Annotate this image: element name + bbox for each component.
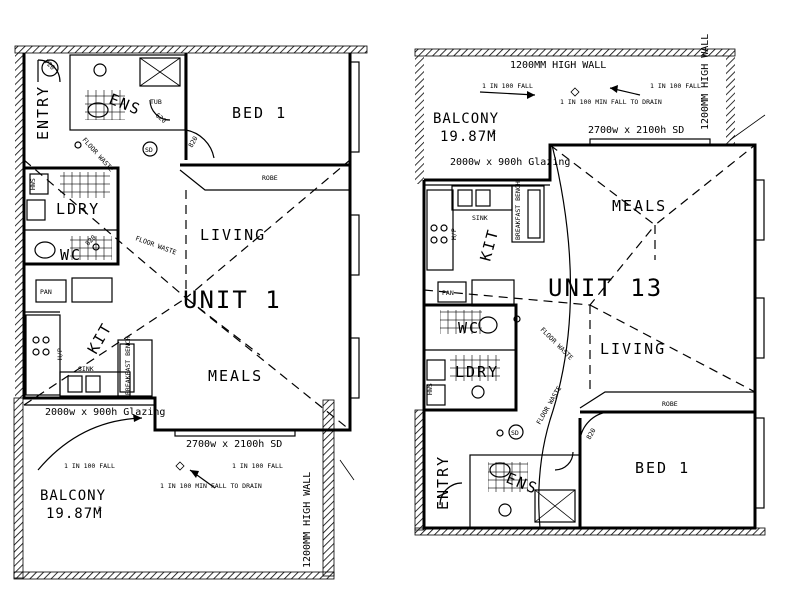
unit13-hws-label: HWS	[426, 383, 434, 395]
unit1-pantry	[35, 279, 67, 303]
unit1-wc-label: WC	[60, 246, 82, 264]
unit1-wc-pan	[34, 241, 56, 259]
unit1-glazing-label: 2000w x 900h Glazing	[45, 407, 165, 418]
unit1-balcony-wall-left	[14, 398, 23, 578]
unit13-fall-1: 1 IN 100 FALL	[482, 82, 533, 90]
unit1-fall-arrow-1	[37, 417, 143, 471]
unit1-sink-bench	[59, 371, 131, 397]
unit13-living-label: LIVING	[600, 340, 666, 358]
unit1-ensuite	[69, 54, 186, 131]
unit1-sink-label: SINK	[78, 365, 94, 373]
unit1-bed-label: BED 1	[232, 104, 287, 122]
unit1-balcony-sup: 2	[98, 505, 102, 513]
unit13-kit-bench	[426, 189, 454, 271]
unit13-fall-arrow-1	[479, 91, 536, 96]
unit1-wall-left	[15, 46, 24, 398]
unit13-min-fall: 1 IN 100 MIN FALL TO DRAIN	[560, 98, 662, 106]
unit1-living-label: LIVING	[200, 226, 266, 244]
unit13-ensuite	[469, 454, 581, 529]
unit13-wc-label: WC	[458, 319, 480, 337]
unit13-wall-left	[415, 410, 424, 530]
unit13-lory-label: LDRY	[455, 363, 499, 381]
unit1-robe-label: ROBE	[262, 174, 278, 182]
unit13-shower	[534, 489, 576, 523]
unit13-wall-top-label: 1200MM HIGH WALL	[510, 60, 606, 71]
unit13-door-820: 820	[585, 427, 598, 441]
unit13-balcony-name: BALCONY	[433, 111, 499, 127]
unit13-glazing-label: 2000w x 900h Glazing	[450, 157, 570, 168]
unit1-kit-bench	[25, 314, 61, 396]
unit13-bed-label: BED 1	[635, 459, 690, 477]
unit13-sd-label: SD	[511, 429, 519, 437]
unit13-breakfast-bench	[511, 185, 545, 243]
unit1-laundry-wc	[22, 166, 120, 266]
unit1-door-820-a: 820	[187, 135, 200, 149]
unit1-balcony-name: BALCONY	[40, 488, 106, 504]
unit13-wc-pan	[478, 316, 498, 334]
unit13-pantry	[437, 281, 467, 303]
unit13-pan-label: PAN	[442, 289, 454, 297]
unit13-floor-waste-label-2: FLOOR WASTE	[535, 385, 563, 426]
unit13-hp-label: H/P	[450, 228, 458, 240]
unit1-hp-label: H/P	[56, 348, 64, 360]
unit13-wall-top	[415, 49, 735, 56]
unit13-floor-waste-line	[538, 144, 572, 529]
unit13-wall-side-label: 1200MM HIGH WALL	[700, 34, 711, 130]
unit1-title: UNIT 1	[183, 286, 282, 314]
unit1-ens-basin	[87, 102, 109, 118]
unit1-hws-label: HWS	[29, 178, 37, 190]
unit1-drain-icon	[175, 461, 185, 471]
unit13-drain-icon	[570, 87, 580, 97]
unit1-entry-label: ENTRY	[34, 85, 52, 140]
unit1-sd-label: SD	[145, 146, 153, 154]
unit1-shower	[139, 57, 181, 87]
unit1-breakfast-label: BREAKFAST BENCH	[124, 336, 132, 395]
unit13-kit-label: KIT	[476, 226, 502, 263]
unit1-kit-label: KIT	[84, 319, 116, 357]
unit1-balcony-wall-bottom	[14, 572, 334, 579]
unit13-floor-waste-label-1: FLOOR WASTE	[539, 326, 575, 362]
unit1-ens-wc	[93, 63, 107, 77]
unit13-balcony-wall-left	[415, 49, 424, 184]
unit1-balcony-wall-right	[323, 400, 334, 576]
unit13-breakfast-label: BREAKFAST BENCH	[514, 181, 522, 240]
unit13-ens-wc	[498, 503, 512, 517]
unit13-ens-basin	[489, 462, 511, 478]
unit1-door-720: 720	[43, 58, 57, 72]
unit1-wall-label: 1200MM HIGH WALL	[302, 472, 313, 568]
unit13-ens-label: ENS	[504, 469, 541, 498]
unit13-meals-label: MEALS	[612, 197, 667, 215]
unit13-fall-2: 1 IN 100 FALL	[650, 82, 701, 90]
unit13-robe-label: ROBE	[662, 400, 678, 408]
unit1-fall-2: 1 IN 100 FALL	[232, 462, 283, 470]
unit13-balcony-area: 19.87M	[440, 129, 497, 145]
unit1-lory-label: LDRY	[56, 200, 100, 218]
unit1-balcony-area: 19.87M	[46, 506, 103, 522]
unit1-breakfast-bench	[117, 339, 153, 397]
unit1-meals-label: MEALS	[208, 367, 263, 385]
unit13-smoke-detector-icon	[508, 424, 524, 440]
unit13-balcony-sup: 2	[492, 128, 496, 136]
unit1-wall-top	[15, 46, 367, 53]
unit13-balcony-wall-right	[726, 49, 735, 144]
unit13-sink-label: SINK	[472, 214, 488, 222]
unit13-entry-label: ENTRY	[434, 455, 452, 510]
unit-13-plan	[414, 48, 766, 536]
unit1-sd-door-label: 2700w x 2100h SD	[186, 439, 282, 450]
unit1-smoke-detector-icon	[142, 141, 158, 157]
unit1-min-fall: 1 IN 100 MIN FALL TO DRAIN	[160, 482, 262, 490]
unit1-pan-label: PAN	[40, 288, 52, 296]
unit13-wall-bottom	[415, 528, 765, 535]
unit1-floor-waste-label-2: FLOOR WASTE	[134, 234, 177, 256]
unit13-floor-waste-icon	[496, 429, 504, 437]
unit1-fall-1: 1 IN 100 FALL	[64, 462, 115, 470]
unit-1-plan	[13, 45, 368, 580]
unit13-sd-door-label: 2700w x 2100h SD	[588, 125, 684, 136]
unit13-title: UNIT 13	[548, 274, 663, 302]
unit13-laundry-wc	[422, 303, 518, 412]
unit1-door-620: 620	[154, 111, 168, 125]
unit1-floor-waste-icon	[74, 141, 82, 149]
unit1-tub-label: TUB	[150, 98, 162, 106]
